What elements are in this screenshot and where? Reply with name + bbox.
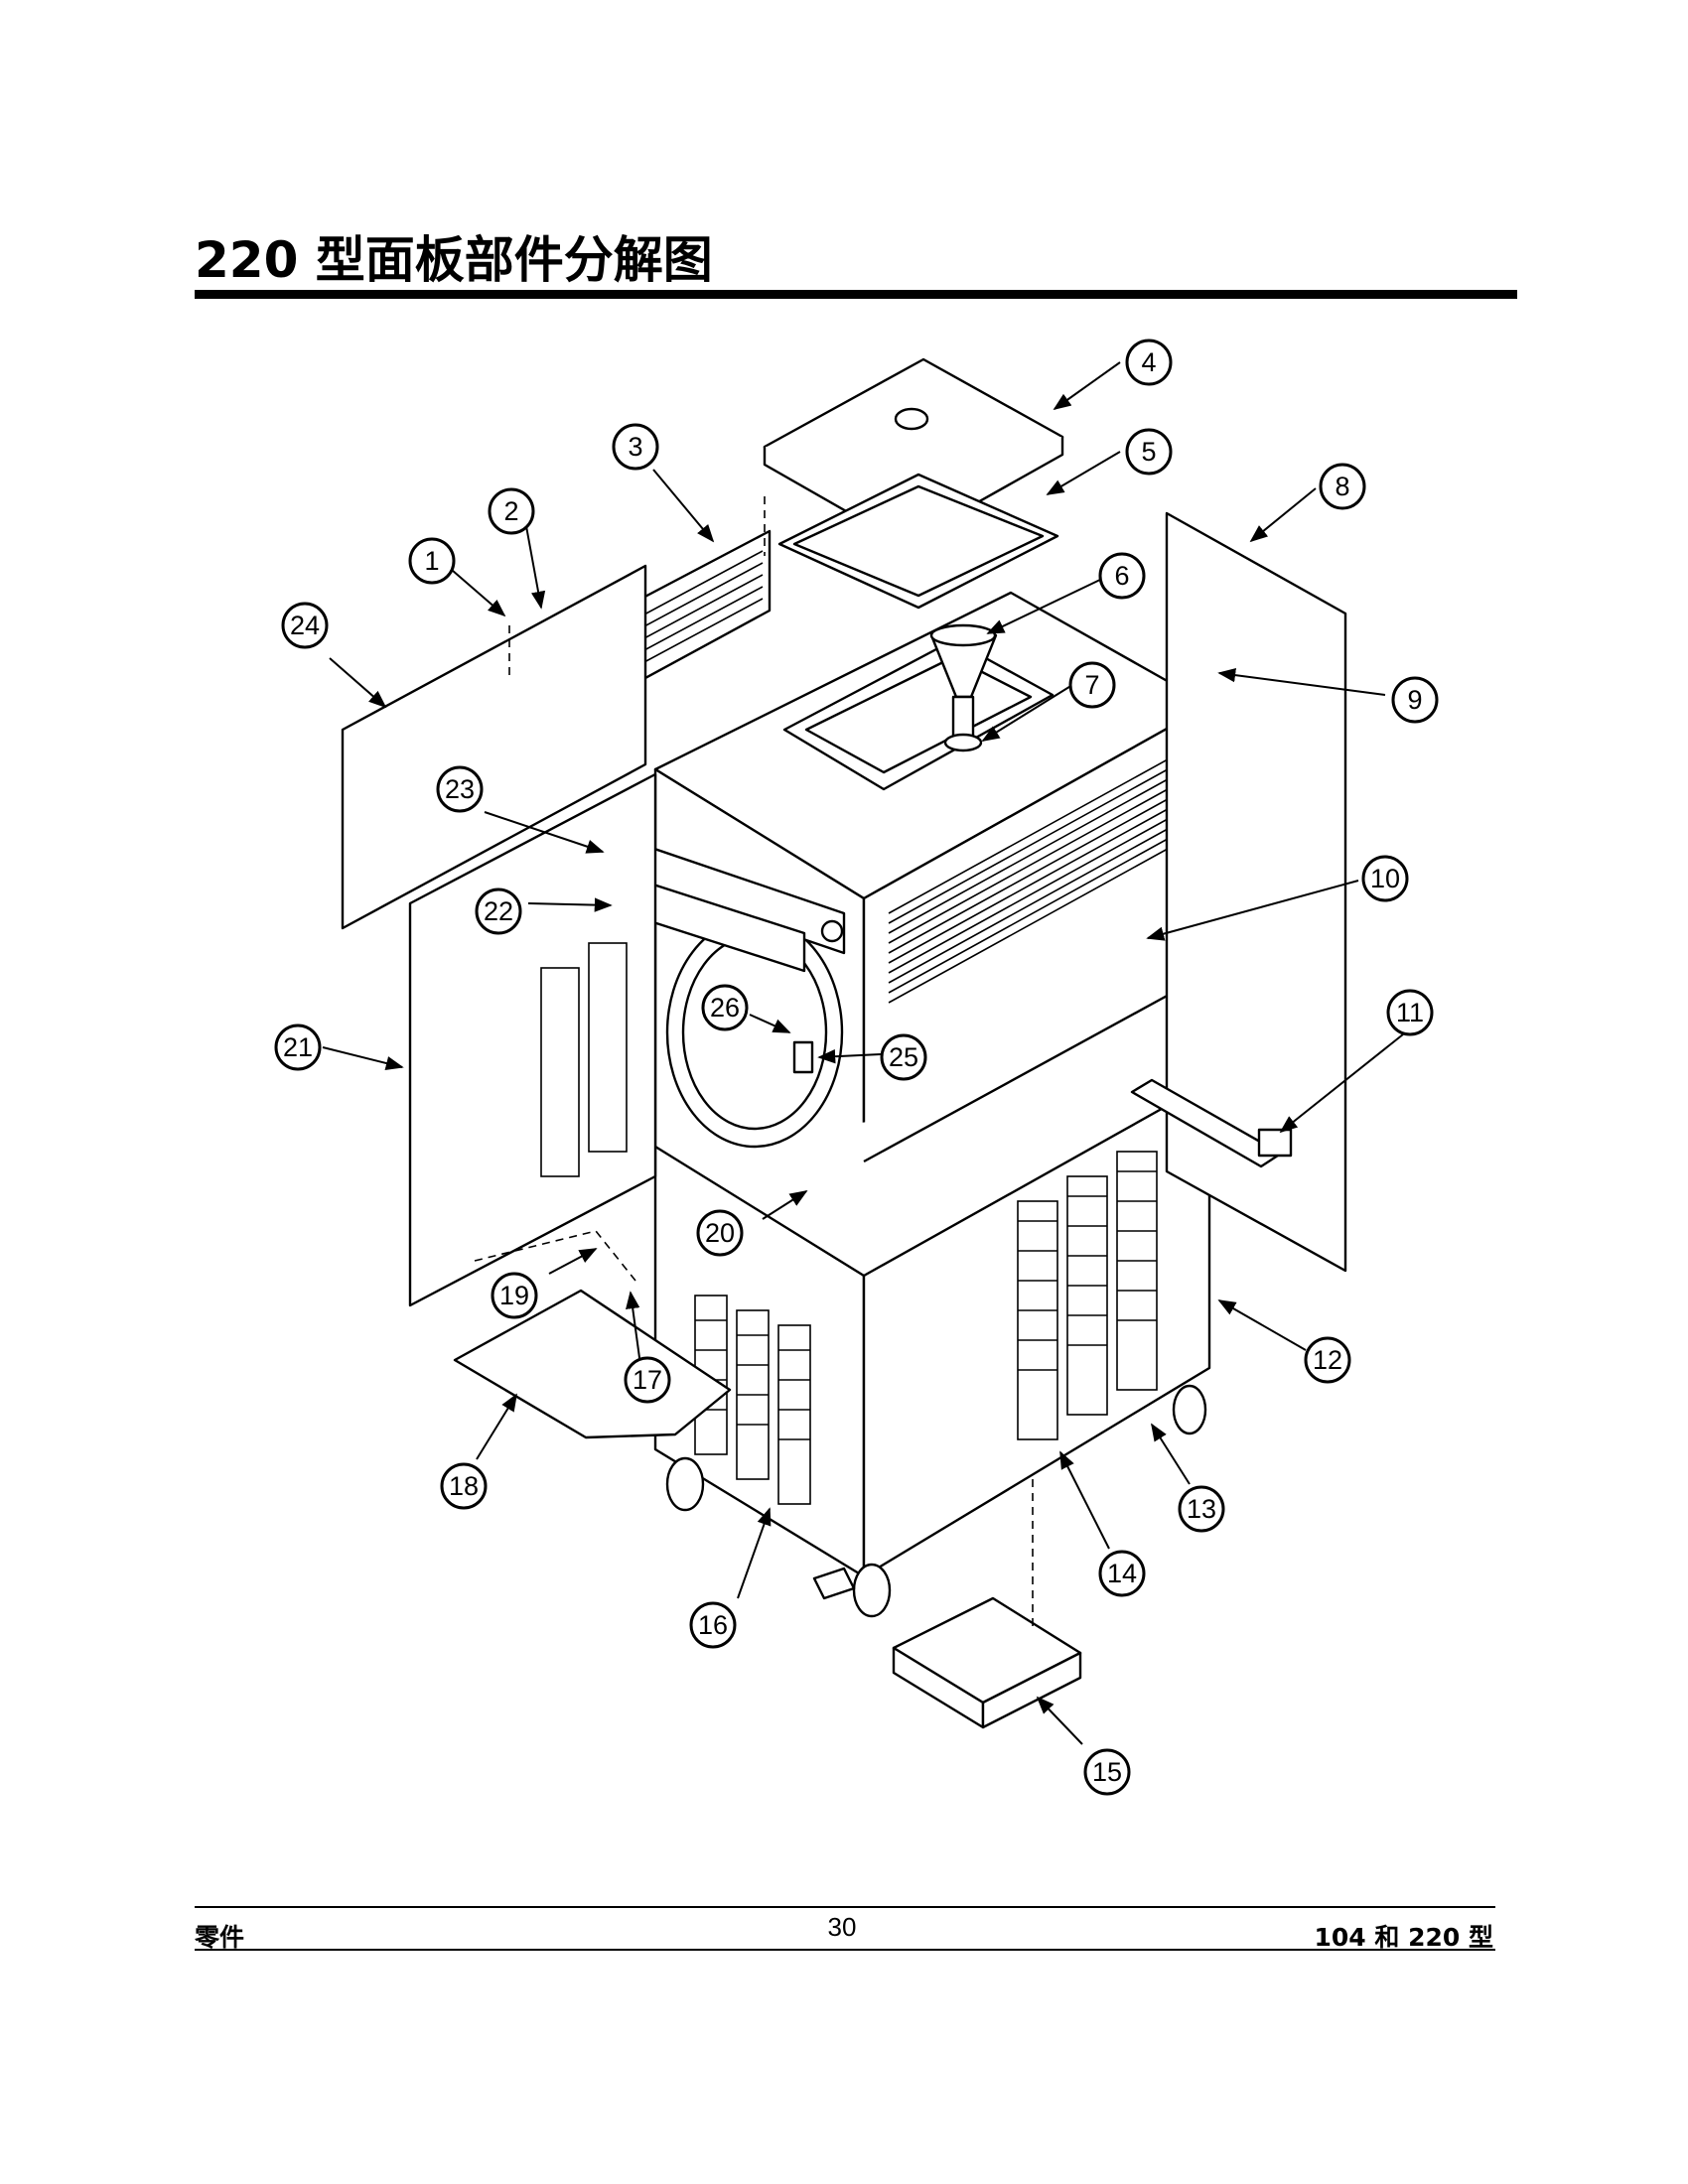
svg-text:25: 25 [889, 1042, 918, 1072]
callout-14: 14 [1098, 1550, 1146, 1597]
footer-top-rule [195, 1906, 1495, 1908]
left-side-panel [408, 772, 657, 1307]
callout-11: 11 [1386, 989, 1434, 1036]
svg-text:10: 10 [1370, 864, 1400, 893]
callout-13: 13 [1178, 1485, 1225, 1533]
callout-9: 9 [1391, 676, 1439, 724]
svg-text:7: 7 [1084, 670, 1099, 700]
rear-panel [341, 564, 647, 930]
freezer-door [665, 916, 844, 1149]
footer-bottom-rule [195, 1949, 1495, 1951]
svg-text:20: 20 [705, 1218, 735, 1248]
callout-26: 26 [701, 984, 749, 1031]
callout-16: 16 [689, 1601, 737, 1649]
callout-8: 8 [1319, 463, 1366, 510]
svg-text:18: 18 [449, 1471, 479, 1501]
right-side-panel [1165, 511, 1347, 1273]
svg-text:21: 21 [283, 1032, 313, 1062]
title-rule [195, 290, 1517, 299]
svg-text:4: 4 [1141, 347, 1156, 377]
callout-20: 20 [696, 1209, 744, 1257]
callout-18: 18 [440, 1462, 488, 1510]
svg-text:8: 8 [1335, 472, 1349, 501]
callout-24: 24 [281, 602, 329, 649]
svg-text:23: 23 [445, 774, 475, 804]
svg-text:16: 16 [698, 1610, 728, 1640]
svg-text:1: 1 [424, 546, 439, 576]
callout-25: 25 [880, 1033, 927, 1081]
callout-19: 19 [491, 1272, 538, 1319]
callout-7: 7 [1068, 661, 1116, 709]
svg-text:14: 14 [1107, 1559, 1137, 1588]
callout-23: 23 [436, 765, 484, 813]
svg-text:11: 11 [1396, 998, 1424, 1027]
callout-12: 12 [1304, 1336, 1351, 1384]
callout-4: 4 [1125, 339, 1173, 386]
callout-15: 15 [1083, 1748, 1131, 1796]
footer-model-label: 104 和 220 型 [1314, 1923, 1493, 1952]
svg-text:17: 17 [633, 1365, 662, 1395]
svg-text:5: 5 [1141, 437, 1156, 467]
callout-1: 1 [408, 537, 456, 585]
svg-text:26: 26 [710, 993, 740, 1023]
callout-17: 17 [624, 1356, 671, 1404]
wheels [665, 1384, 1207, 1618]
page-title: 220 型面板部件分解图 [195, 231, 713, 289]
callout-5: 5 [1125, 428, 1173, 476]
svg-text:24: 24 [290, 611, 320, 640]
callout-3: 3 [612, 423, 659, 471]
callout-10: 10 [1361, 855, 1409, 902]
callout-21: 21 [274, 1024, 322, 1071]
svg-text:6: 6 [1114, 561, 1129, 591]
svg-text:19: 19 [499, 1281, 529, 1310]
svg-text:15: 15 [1092, 1757, 1122, 1787]
drip-tray [1130, 1078, 1293, 1168]
footer-section-label: 零件 [195, 1923, 245, 1952]
base-tray [892, 1596, 1082, 1729]
svg-text:12: 12 [1313, 1345, 1342, 1375]
side-upper-louvers [888, 753, 1178, 1004]
callout-2: 2 [488, 487, 535, 535]
callout-6: 6 [1098, 552, 1146, 600]
svg-text:2: 2 [503, 496, 518, 526]
svg-text:22: 22 [484, 896, 513, 926]
leader-lines [322, 361, 1404, 1745]
assembly-lines [474, 496, 1034, 1628]
agitator [929, 623, 998, 744]
page-number: 30 [827, 1912, 857, 1942]
svg-text:9: 9 [1407, 685, 1422, 715]
callout-22: 22 [475, 887, 522, 935]
side-lower-louvers [1017, 1151, 1158, 1440]
svg-text:3: 3 [628, 432, 642, 462]
hopper-gasket [777, 473, 1059, 610]
front-shelf [453, 1289, 732, 1439]
svg-text:13: 13 [1187, 1494, 1216, 1524]
o-ring [943, 733, 983, 752]
